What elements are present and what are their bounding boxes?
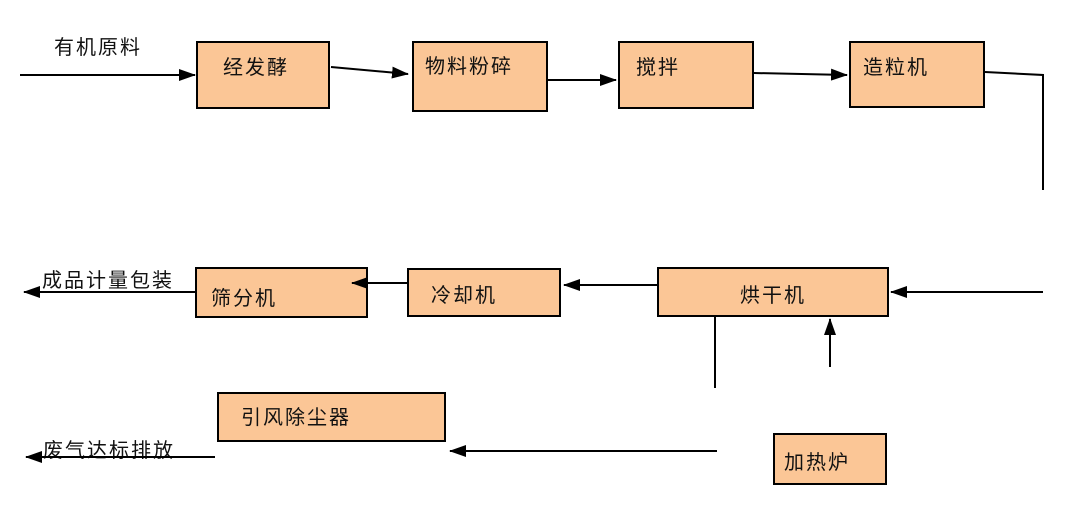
process-box-label: 加热炉	[784, 452, 850, 474]
annotation-input-material: 有机原料	[54, 37, 142, 59]
process-box-label: 经发酵	[223, 57, 289, 79]
process-box-material-crushing: 物料粉碎	[412, 41, 548, 112]
process-box-drying-machine: 烘干机	[657, 267, 889, 317]
process-box-heating-furnace: 加热炉	[773, 433, 887, 485]
annotation-exhaust-emission: 废气达标排放	[43, 440, 175, 462]
process-box-label: 物料粉碎	[425, 56, 513, 78]
process-box-label: 烘干机	[740, 285, 806, 307]
process-box-dust-collector: 引风除尘器	[217, 392, 446, 442]
line-granulator-down	[984, 71, 1044, 190]
process-box-screening-machine: 筛分机	[195, 267, 368, 318]
process-box-label: 筛分机	[211, 288, 277, 310]
process-box-label: 引风除尘器	[241, 407, 351, 429]
arrow-mixing-to-granulator	[753, 68, 848, 81]
process-box-label: 造粒机	[863, 57, 929, 79]
process-box-mixing: 搅拌	[618, 41, 754, 109]
annotation-finished-product-packing: 成品计量包装	[42, 270, 174, 292]
process-box-fermentation: 经发酵	[196, 41, 330, 109]
process-box-label: 搅拌	[636, 57, 680, 79]
process-box-label: 冷却机	[431, 285, 497, 307]
process-box-granulator: 造粒机	[849, 41, 985, 108]
process-box-cooling-machine: 冷却机	[407, 268, 561, 317]
arrow-fermentation-to-crushing	[330, 66, 409, 79]
